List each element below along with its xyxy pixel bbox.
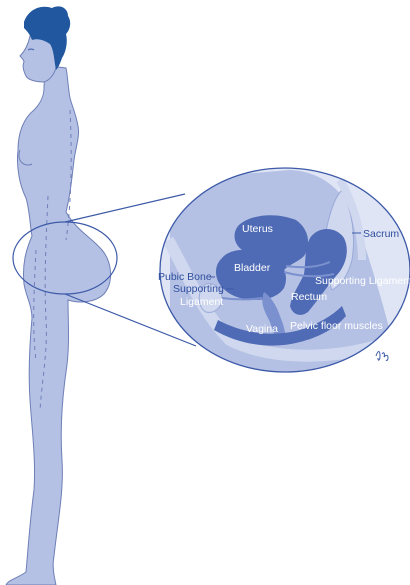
label-bladder: Bladder: [234, 262, 271, 274]
label-supporting-ligaments: Supporting Ligaments: [315, 275, 410, 287]
zoom-connector-top: [65, 194, 185, 222]
label-supporting-ligament-line1: Supporting: [173, 283, 224, 295]
label-rectum: Rectum: [291, 291, 327, 303]
woman-figure: [6, 6, 117, 585]
label-pelvic-floor-muscles: Pelvic floor muscles: [290, 320, 383, 332]
label-uterus: Uterus: [242, 223, 273, 235]
label-supporting-ligament-line2: Ligament: [180, 296, 223, 308]
label-sacrum: Sacrum: [363, 228, 399, 240]
body-silhouette: [6, 66, 111, 585]
label-vagina: Vagina: [246, 323, 278, 335]
artist-signature: [376, 352, 388, 361]
label-pubic-bone: Pubic Bone: [158, 271, 212, 283]
